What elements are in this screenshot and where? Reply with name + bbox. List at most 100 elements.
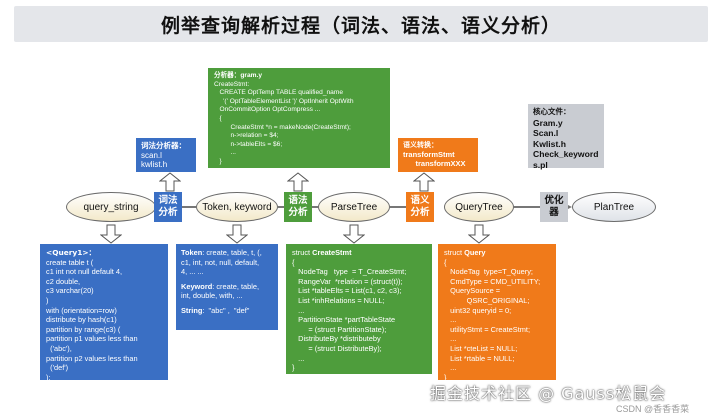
- node-parsetree: ParseTree: [318, 192, 390, 222]
- query1-title: <Query1>：: [46, 248, 96, 257]
- node-label: ParseTree: [330, 201, 378, 213]
- struct-line: ...: [292, 305, 305, 315]
- parser-line: CreateStmt:: [214, 80, 250, 88]
- parser-line: ...: [214, 149, 236, 157]
- createstmt-struct-box: struct CreateStmt { NodeTag type = T_Cre…: [286, 244, 432, 374]
- transform-box-title: 语义转换：: [403, 141, 438, 149]
- struct-line: {: [444, 257, 447, 267]
- token-box: Token: create, table, t, (, c1, int, not…: [176, 244, 278, 330]
- sql-line: create table t (: [46, 257, 94, 267]
- sql-line: ('def'): [46, 363, 69, 373]
- struct-line: {: [292, 257, 295, 267]
- struct-line: NodeTag type = T_CreateStmt;: [292, 267, 407, 277]
- transform-line: transformXXX: [403, 159, 466, 168]
- core-file: Scan.l: [533, 128, 559, 138]
- up-arrow-icon: [287, 172, 309, 192]
- stage-label-lexical: 词法 分析: [154, 192, 182, 222]
- stage-label-syntax: 语法 分析: [284, 192, 312, 222]
- struct-line: = (struct DistributeBy);: [292, 343, 382, 353]
- watermark: 掘金技术社区 @ Gauss松鼠会: [430, 384, 667, 403]
- token-line: c1, int, not, null, default,: [181, 257, 260, 267]
- node-token-keyword: Token, keyword: [196, 192, 278, 222]
- sql-line: partition p2 values less than: [46, 353, 138, 363]
- core-file: Gram.y: [533, 117, 563, 128]
- token-line: Token: create, table, t, (,: [181, 248, 262, 257]
- sql-line: partition p1 values less than: [46, 334, 138, 344]
- query-struct-box: struct Query { NodeTag type=T_Query; Cmd…: [438, 244, 556, 382]
- transform-line: transformStmt: [403, 150, 455, 159]
- query1-box: <Query1>： create table t ( c1 int not nu…: [40, 244, 168, 382]
- node-querytree: QueryTree: [444, 192, 514, 222]
- node-query-string: query_string: [66, 192, 156, 222]
- credit-text: CSDN @香香香菜: [616, 404, 690, 414]
- struct-line: ...: [292, 353, 305, 363]
- lexer-file: kwlist.h: [141, 160, 168, 169]
- node-label: PlanTree: [593, 201, 635, 213]
- lexer-files-box: 词法分析器： scan.l kwlist.h: [136, 138, 196, 172]
- stage-label-semantic: 语义 分析: [406, 192, 434, 222]
- core-file: Kwlist.h: [533, 138, 566, 149]
- struct-line: PartitionState *partTableState: [292, 315, 396, 325]
- struct-line: ...: [444, 363, 457, 373]
- sql-line: ): [46, 295, 49, 305]
- struct-title: struct Query: [444, 248, 486, 257]
- parser-line: '(' OptTableElementList ')' OptInherit O…: [214, 97, 354, 105]
- lexer-box-title: 词法分析器：: [141, 141, 186, 150]
- struct-line: uint32 queryid = 0;: [444, 305, 512, 315]
- down-arrow-icon: [468, 224, 490, 244]
- struct-line: utilityStmt = CreateStmt;: [444, 324, 531, 334]
- parser-box-title: 分析器：gram.y: [214, 72, 262, 79]
- node-label: Token, keyword: [202, 201, 272, 213]
- struct-line: QuerySource =: [444, 286, 501, 296]
- down-arrow-icon: [226, 224, 248, 244]
- lexer-file: scan.l: [141, 150, 162, 160]
- sql-line: c1 int not null default 4,: [46, 267, 123, 277]
- semantic-transform-box: 语义转换： transformStmt transformXXX: [398, 138, 478, 172]
- title-banner: 例举查询解析过程（词法、语法、语义分析）: [14, 6, 708, 42]
- sql-line: partition by range(c3) (: [46, 324, 121, 334]
- struct-line: CmdType = CMD_UTILITY;: [444, 276, 541, 286]
- struct-line: RangeVar *relation = (struct(t));: [292, 276, 403, 286]
- struct-line: ...: [444, 334, 457, 344]
- parser-line: {: [214, 114, 222, 122]
- struct-line: List *rtable = NULL;: [444, 353, 515, 363]
- struct-line: }: [292, 363, 295, 373]
- down-arrow-icon: [100, 224, 122, 244]
- struct-line: DistributeBy *distributeby: [292, 334, 381, 344]
- parser-line: CreateStmt *n = makeNode(CreateStmt);: [214, 123, 351, 131]
- struct-line: QSRC_ORIGINAL;: [444, 295, 530, 305]
- parser-line: n->relation = $4;: [214, 132, 279, 140]
- core-files-title: 核心文件：: [533, 107, 571, 116]
- core-file: Check_keyword: [533, 149, 599, 159]
- sql-line: );: [46, 372, 51, 382]
- sql-line: c3 varchar(20): [46, 286, 94, 296]
- page-title: 例举查询解析过程（词法、语法、语义分析）: [160, 14, 561, 37]
- up-arrow-icon: [159, 172, 181, 192]
- struct-line: = (struct PartitionState);: [292, 324, 387, 334]
- node-label: QueryTree: [455, 201, 503, 213]
- token-line: Keyword: create, table,: [181, 281, 260, 291]
- struct-line: List *cteList = NULL;: [444, 343, 518, 353]
- struct-line: List *inhRelations = NULL;: [292, 295, 385, 305]
- parser-line: n->tableElts = $6;: [214, 140, 283, 148]
- sql-line: distribute by hash(c1): [46, 315, 117, 325]
- parser-line: }: [214, 157, 222, 165]
- token-line: int, double, with, ...: [181, 291, 243, 301]
- parser-line: CREATE OptTemp TABLE qualified_name: [214, 89, 344, 97]
- down-arrow-icon: [343, 224, 365, 244]
- sql-line: with (orientation=row): [46, 305, 117, 315]
- token-line: String: "abc" , "def": [181, 305, 250, 315]
- token-line: 4, ... ...: [181, 267, 204, 277]
- struct-line: }: [444, 372, 447, 382]
- struct-title: struct CreateStmt: [292, 248, 352, 257]
- parser-rules-box: 分析器：gram.y CreateStmt: CREATE OptTemp TA…: [208, 68, 390, 168]
- struct-line: NodeTag type=T_Query;: [444, 267, 533, 277]
- struct-line: List *tableElts = List(c1, c2, c3);: [292, 286, 402, 296]
- sql-line: c2 double,: [46, 276, 81, 286]
- struct-line: ...: [444, 315, 457, 325]
- core-file: s.pl: [533, 159, 548, 170]
- stage-label-optimizer: 优化 器: [540, 192, 568, 222]
- node-plantree: PlanTree: [572, 192, 656, 222]
- node-label: query_string: [83, 201, 139, 213]
- parser-line: OnCommitOption OptCompress ...: [214, 106, 321, 114]
